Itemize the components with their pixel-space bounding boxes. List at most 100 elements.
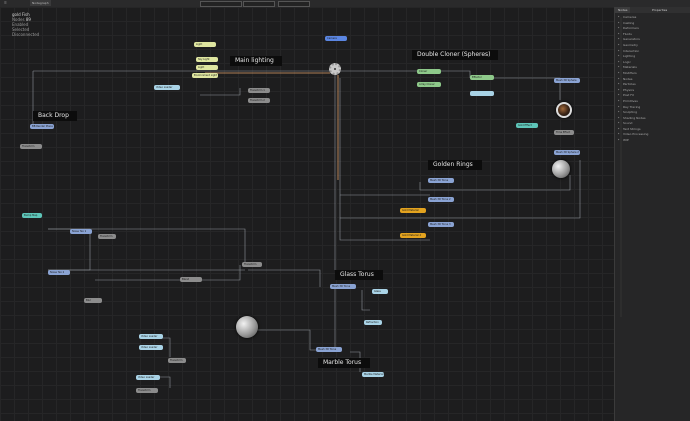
wire-rings-3 <box>419 175 571 191</box>
wire-left-loop <box>48 228 91 271</box>
sidebar-item-lighting[interactable]: Lighting <box>615 54 690 60</box>
node-glass-3[interactable]: Refraction <box>364 320 382 325</box>
node-library-panel: Nodes Properties CamerasCastingDeformers… <box>614 7 690 421</box>
node-cloner-2[interactable]: Array Cloner <box>417 82 441 87</box>
wire-rings-1 <box>339 78 430 196</box>
node-blue-top[interactable]: Camera <box>325 36 347 41</box>
node-light-2[interactable]: Sky Light <box>196 57 218 62</box>
node-grey-r[interactable]: Time Effect <box>554 130 574 135</box>
node-glass-2[interactable]: Glass <box>372 289 388 294</box>
sidebar-item-sculpting[interactable]: Sculpting <box>615 110 690 116</box>
field-3[interactable] <box>278 1 310 7</box>
group-main-lighting[interactable]: Main lighting <box>230 56 282 66</box>
graph-info: gold Fish Nodes 89 Enabled Selected Disc… <box>12 12 39 37</box>
sidebar-item-post-fx[interactable]: Post FX <box>615 93 690 99</box>
hub-gear-icon[interactable] <box>329 63 341 75</box>
wire-left-top <box>48 228 246 265</box>
node-grey-l1[interactable]: Transform <box>98 234 116 239</box>
sidebar-item-interaction[interactable]: Interaction <box>615 49 690 55</box>
field-2[interactable] <box>243 1 275 7</box>
sidebar-item-cameras[interactable]: Cameras <box>615 15 690 21</box>
node-blue-l2[interactable]: Noise Tex 2 <box>48 270 70 275</box>
node-blue-r1[interactable]: Mesh 3D Sphere <box>554 78 580 83</box>
wire-marble-link <box>245 329 318 351</box>
wire-glass-child <box>361 290 370 311</box>
node-glass-1[interactable]: Mesh 3D Torus <box>330 284 356 289</box>
sidebar-item-primitives[interactable]: Primitives <box>615 99 690 105</box>
node-cam-1[interactable]: Video Loader <box>154 85 180 90</box>
node-marble-2[interactable]: Marble Material <box>362 372 384 377</box>
node-m-5[interactable]: Transform <box>136 388 158 393</box>
wire-cloner-right <box>470 77 561 100</box>
node-grey-a[interactable]: Transform 1 <box>248 88 270 93</box>
node-rings-1[interactable]: Mesh 3D Torus <box>428 178 454 183</box>
node-teal-r[interactable]: Gold Effect <box>516 123 538 128</box>
sidebar-scrollbar[interactable] <box>620 17 622 317</box>
menu-icon[interactable]: ☰ <box>4 1 7 5</box>
group-double-cloner[interactable]: Double Cloner (Spheres) <box>412 50 498 60</box>
node-m-3[interactable]: Transform <box>168 358 186 363</box>
sidebar-item-ray-tracing[interactable]: Ray Tracing <box>615 105 690 111</box>
node-marble-1[interactable]: Mesh 3D Torus <box>316 347 342 352</box>
wire-left-glass <box>248 269 321 287</box>
wire-left-low <box>95 265 241 281</box>
sidebar-item-wip[interactable]: WIP <box>615 138 690 144</box>
info-selected: Selected <box>12 27 30 32</box>
tab-nodegraph[interactable]: Nodegraph <box>30 0 51 6</box>
sphere-marble-preview[interactable] <box>236 316 258 338</box>
node-backdrop-grey[interactable]: Transform <box>20 144 42 149</box>
node-green-4[interactable] <box>470 91 494 96</box>
wire-rings-2 <box>339 160 581 219</box>
node-grey-l2[interactable]: Blur <box>84 298 102 303</box>
node-orange-2[interactable]: Gold Material 2 <box>400 233 426 238</box>
node-blue-l1[interactable]: Noise Tex 1 <box>70 229 92 234</box>
sidebar-item-modifiers[interactable]: Modifiers <box>615 71 690 77</box>
node-light-4[interactable]: Environment Light <box>192 73 218 78</box>
node-backdrop[interactable]: BB Render Plane <box>30 124 54 129</box>
node-rings-3[interactable]: Mesh 3D Torus 3 <box>428 222 454 227</box>
node-cloner-1[interactable]: Cloner <box>417 69 441 74</box>
node-m-4[interactable]: Video Loader <box>136 375 160 380</box>
node-orange-1[interactable]: Gold Material <box>400 208 426 213</box>
sidebar-item-nodes[interactable]: Nodes <box>615 77 690 83</box>
info-enabled: Enabled <box>12 22 29 27</box>
sidebar-item-generators[interactable]: Generators <box>615 37 690 43</box>
sidebar-item-sound[interactable]: Sound <box>615 121 690 127</box>
sidebar-item-logic[interactable]: Logic <box>615 60 690 66</box>
sidebar-item-particles[interactable]: Particles <box>615 82 690 88</box>
node-teal-left[interactable]: Bump Map <box>22 213 42 218</box>
sphere-silver-preview[interactable] <box>552 160 570 178</box>
sidebar-item-materials[interactable]: Materials <box>615 65 690 71</box>
node-green-3[interactable]: Effector <box>470 75 494 80</box>
sidebar-item-fluids[interactable]: Fluids <box>615 32 690 38</box>
info-nodes: Nodes 89 <box>12 17 31 22</box>
sidebar-item-casting[interactable]: Casting <box>615 21 690 27</box>
tab-nodes[interactable]: Nodes <box>615 7 631 13</box>
node-m-2[interactable]: Video Loader <box>139 345 163 350</box>
group-marble-torus[interactable]: Marble Torus <box>318 358 370 368</box>
node-light-1[interactable]: Light <box>194 42 216 47</box>
node-blue-r2[interactable]: Mesh 3D Sphere 2 <box>554 150 580 155</box>
info-disconnected: Disconnected <box>12 32 40 37</box>
node-grey-mid2[interactable]: Blend <box>180 277 202 282</box>
sidebar-item-geometry[interactable]: Geometry <box>615 43 690 49</box>
group-back-drop[interactable]: Back Drop <box>33 111 77 121</box>
sidebar-item-shading-nodes[interactable]: Shading Nodes <box>615 116 690 122</box>
sidebar-item-deformers[interactable]: Deformers <box>615 26 690 32</box>
sphere-dark-preview[interactable] <box>556 102 572 118</box>
field-1[interactable] <box>200 1 242 7</box>
node-light-3[interactable]: Light <box>196 65 218 70</box>
node-m-1[interactable]: Video Loader <box>139 334 163 339</box>
sidebar-item-text-strings[interactable]: Text Strings <box>615 127 690 133</box>
group-glass-torus[interactable]: Glass Torus <box>335 270 383 280</box>
group-golden-rings[interactable]: Golden Rings <box>428 160 482 170</box>
tab-properties[interactable]: Properties <box>652 8 668 12</box>
node-grey-b[interactable]: Transform 2 <box>248 98 270 103</box>
wire-cam-1 <box>200 88 241 96</box>
sidebar-item-physics[interactable]: Physics <box>615 88 690 94</box>
connection-wires <box>32 70 581 388</box>
node-grey-mid[interactable]: Transform <box>242 262 262 267</box>
node-rings-2[interactable]: Mesh 3D Torus 2 <box>428 197 454 202</box>
sidebar-item-video-processing[interactable]: Video Processing <box>615 132 690 138</box>
node-graph-canvas[interactable]: gold Fish Nodes 89 Enabled Selected Disc… <box>0 7 614 421</box>
